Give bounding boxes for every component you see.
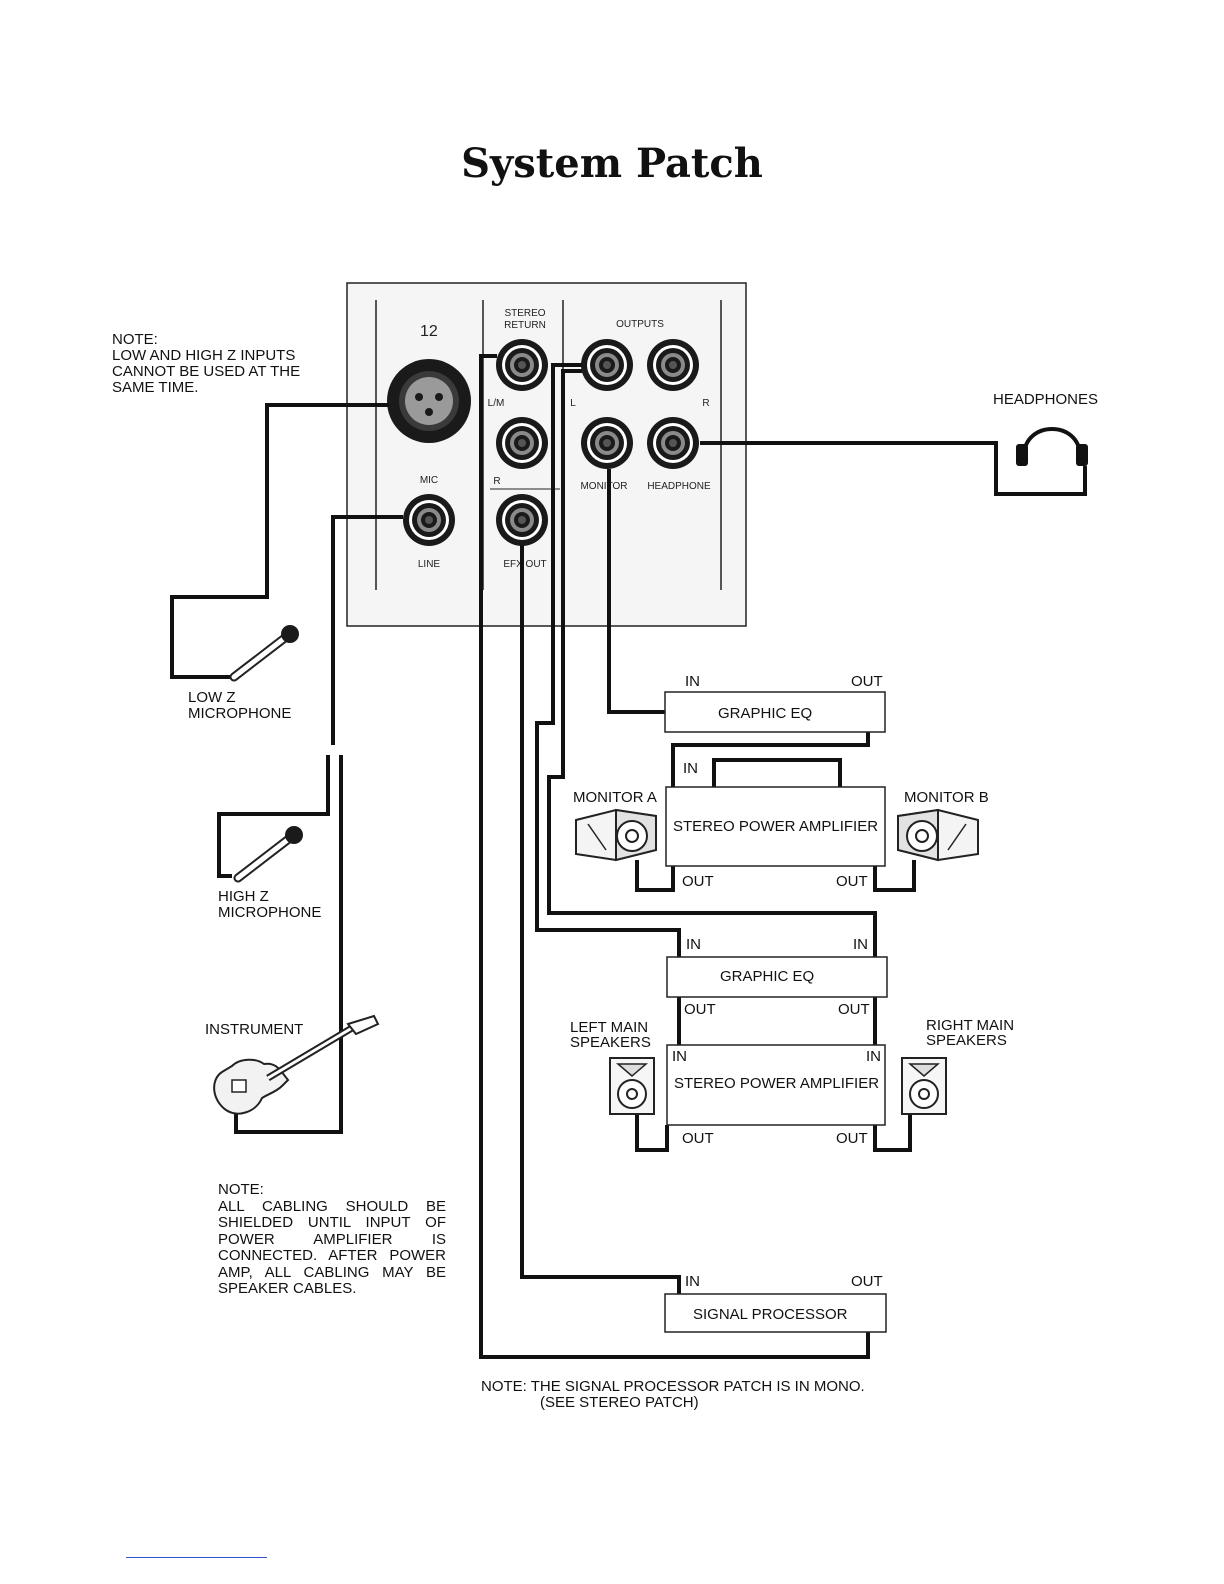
stereo-return-lm-jack[interactable]	[496, 339, 548, 391]
efx-out-jack[interactable]	[496, 494, 548, 546]
mono-note-line2: (SEE STEREO PATCH)	[540, 1394, 699, 1411]
amp-main-out-right-label: OUT	[836, 1130, 868, 1147]
signal-processor-label: SIGNAL PROCESSOR	[693, 1306, 848, 1323]
return-r-label: R	[493, 476, 500, 487]
right-main-label-2: SPEAKERS	[926, 1032, 1007, 1049]
right-main-label: RIGHT MAIN	[926, 1017, 1014, 1034]
line-input-jack[interactable]	[403, 494, 455, 546]
z-inputs-note: NOTE: LOW AND HIGH Z INPUTS CANNOT BE US…	[112, 331, 300, 396]
amp-main-in-right-label: IN	[866, 1048, 881, 1065]
channel-number: 12	[420, 323, 438, 340]
amp-main-out-left-label: OUT	[682, 1130, 714, 1147]
cabling-note-heading: NOTE:	[218, 1181, 264, 1198]
signal-processor: SIGNAL PROCESSOR IN OUT	[664, 1273, 887, 1333]
amp-monitor-out-right-label: OUT	[836, 873, 868, 890]
stereo-return-label: STEREO	[504, 308, 545, 319]
eq-main-in-left-label: IN	[686, 936, 701, 953]
graphic-eq-monitor-label: GRAPHIC EQ	[718, 705, 812, 722]
graphic-eq-monitor: GRAPHIC EQ IN OUT	[664, 673, 886, 733]
monitor-a-label: MONITOR A	[573, 789, 657, 806]
eq-main-in-right-label: IN	[853, 936, 868, 953]
graphic-eq-main-label: GRAPHIC EQ	[720, 968, 814, 985]
left-main-label-2: SPEAKERS	[570, 1034, 651, 1051]
mixer-panel: 12 STEREO RETURN OUTPUTS MIC LINE L/M R …	[346, 282, 747, 627]
left-main-label: LEFT MAIN	[570, 1019, 648, 1036]
z-note-line1: LOW AND HIGH Z INPUTS	[112, 347, 295, 364]
high-z-mic-label-2: MICROPHONE	[218, 904, 321, 921]
z-note-line2: CANNOT BE USED AT THE	[112, 363, 300, 380]
cabling-note: NOTE: ALL CABLING SHOULD BE SHIELDED UNT…	[218, 1181, 446, 1298]
output-l-jack[interactable]	[581, 339, 633, 391]
efx-out-label: EFX OUT	[503, 559, 546, 570]
graphic-eq-main: GRAPHIC EQ IN IN OUT OUT	[666, 936, 888, 1018]
sp-in-label: IN	[685, 1273, 700, 1290]
right-main-speaker-icon	[901, 1057, 947, 1115]
stereo-amp-monitor-label: STEREO POWER AMPLIFIER	[673, 818, 878, 835]
monitor-a-speaker-icon	[575, 809, 657, 861]
headphone-label: HEADPHONE	[647, 481, 711, 492]
low-z-mic-label: LOW Z	[188, 689, 236, 706]
z-note-heading: NOTE:	[112, 331, 158, 348]
outputs-label: OUTPUTS	[616, 319, 664, 330]
cabling-note-body: ALL CABLING SHOULD BE SHIELDED UNTIL INP…	[218, 1197, 446, 1297]
lm-label: L/M	[488, 398, 505, 409]
high-z-microphone-icon	[238, 826, 303, 878]
eq-main-out-left-label: OUT	[684, 1001, 716, 1018]
stereo-amp-main: STEREO POWER AMPLIFIER IN IN OUT OUT	[666, 1044, 886, 1147]
low-z-mic-label-2: MICROPHONE	[188, 705, 291, 722]
monitor-jack[interactable]	[581, 417, 633, 469]
z-note-line3: SAME TIME.	[112, 379, 198, 396]
headphone-jack[interactable]	[647, 417, 699, 469]
eq-monitor-in-label: IN	[685, 673, 700, 690]
low-z-microphone-icon	[234, 625, 299, 677]
monitor-b-speaker-icon	[897, 809, 979, 861]
stereo-return-r-jack[interactable]	[496, 417, 548, 469]
left-main-speaker-icon	[609, 1057, 655, 1115]
headphones-label: HEADPHONES	[993, 391, 1098, 408]
amp-monitor-out-left-label: OUT	[682, 873, 714, 890]
headphones-icon	[1016, 427, 1088, 466]
footer-underline	[126, 1557, 267, 1558]
stereo-amp-monitor: STEREO POWER AMPLIFIER IN OUT OUT	[665, 760, 886, 890]
sp-out-label: OUT	[851, 1273, 883, 1290]
stereo-amp-main-label: STEREO POWER AMPLIFIER	[674, 1075, 879, 1092]
guitar-icon	[213, 1014, 380, 1115]
out-l-label: L	[570, 398, 576, 409]
out-r-label: R	[702, 398, 709, 409]
monitor-label: MONITOR	[580, 481, 627, 492]
amp-main-in-left-label: IN	[672, 1048, 687, 1065]
cables	[170, 354, 1087, 1359]
amp-monitor-in-label: IN	[683, 760, 698, 777]
monitor-b-label: MONITOR B	[904, 789, 989, 806]
stereo-return-label-2: RETURN	[504, 320, 546, 331]
eq-main-out-right-label: OUT	[838, 1001, 870, 1018]
mic-label: MIC	[420, 475, 438, 486]
instrument-label: INSTRUMENT	[205, 1021, 303, 1038]
mono-note-line1: NOTE: THE SIGNAL PROCESSOR PATCH IS IN M…	[481, 1378, 865, 1395]
output-r-jack[interactable]	[647, 339, 699, 391]
eq-monitor-out-label: OUT	[851, 673, 883, 690]
page-title: System Patch	[461, 140, 763, 187]
line-label: LINE	[418, 559, 441, 570]
xlr-mic-input[interactable]	[387, 359, 471, 443]
high-z-mic-label: HIGH Z	[218, 888, 269, 905]
